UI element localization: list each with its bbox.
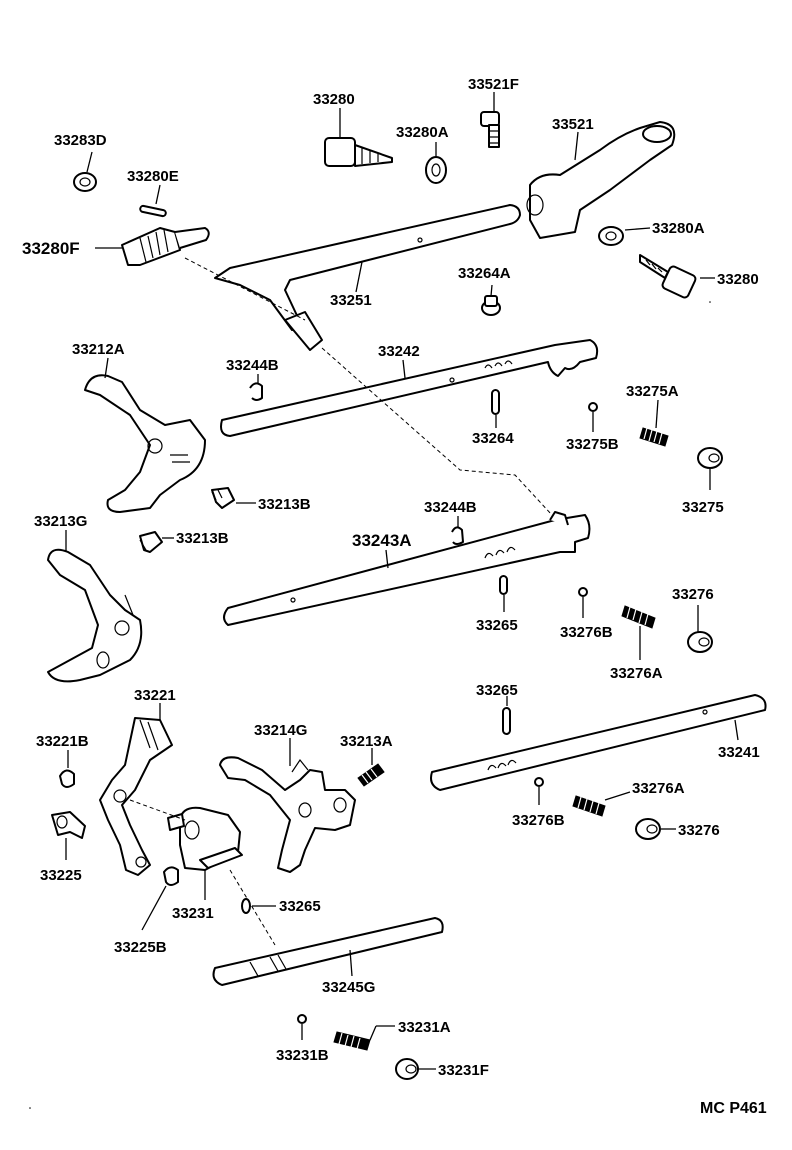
label-33265-2: 33265 [476,682,518,699]
label-33231A: 33231A [398,1019,451,1036]
label-33276: 33276 [672,586,714,603]
label-33521: 33521 [552,116,594,133]
label-33264A: 33264A [458,265,511,282]
part-33242 [220,339,599,437]
label-33276B: 33276B [560,624,613,641]
part-33264 [491,389,500,428]
part-33225 [51,811,86,860]
label-33265-3: 33265 [279,898,321,915]
label-33280E: 33280E [127,168,179,185]
part-33275 [697,447,723,490]
label-33276-2: 33276 [678,822,720,839]
label-33213B: 33213B [258,496,311,513]
part-33283D [73,151,97,192]
label-33275B: 33275B [566,436,619,453]
part-33280A [425,142,447,184]
part-33213G [47,530,143,683]
assembly-lines [129,257,553,946]
part-33521 [526,121,676,239]
label-33280F: 33280F [22,239,80,258]
label-33245G: 33245G [322,979,375,996]
part-33280F [95,227,210,266]
label-33242: 33242 [378,343,420,360]
part-33244B [249,374,263,401]
part-33275A [639,399,669,447]
label-33251: 33251 [330,292,372,309]
part-33276 [687,605,713,653]
label-33214G: 33214G [254,722,307,739]
label-33283D: 33283D [54,132,107,149]
label-33231B: 33231B [276,1047,329,1064]
label-33221B: 33221B [36,733,89,750]
part-33231F [395,1058,436,1080]
part-33221 [99,703,173,876]
label-33264: 33264 [472,430,514,447]
label-33212A: 33212A [72,341,125,358]
label-33280: 33280 [313,91,355,108]
part-33521F [480,92,500,148]
label-33280-2: 33280 [717,271,759,288]
part-33231B [297,1014,307,1040]
part-33265-3 [241,898,276,914]
part-33212A [84,357,206,513]
label-33225: 33225 [40,867,82,884]
stray-dot [709,301,711,303]
label-33275A: 33275A [626,383,679,400]
part-33245G [212,917,444,986]
part-33225B [141,866,179,931]
part-33221B [59,750,75,788]
part-33213B [211,487,256,509]
part-33280-2 [639,254,715,299]
label-33213B-2: 33213B [176,530,229,547]
part-33214G [219,738,356,873]
label-33276A-2: 33276A [632,780,685,797]
label-33276A: 33276A [610,665,663,682]
part-33243A [223,511,591,626]
part-33275B [588,402,598,432]
label-33275: 33275 [682,499,724,516]
label-33225B: 33225B [114,939,167,956]
label-33213A: 33213A [340,733,393,750]
label-33221: 33221 [134,687,176,704]
part-33280E [139,184,167,218]
label-33241: 33241 [718,744,760,761]
diagram-reference: MC P461 [700,1100,767,1117]
part-33276-2 [635,818,676,840]
part-33231A [333,1025,395,1051]
part-33241 [430,694,767,791]
stray-dot [29,1107,31,1109]
part-33276B [578,587,588,618]
label-33276B-2: 33276B [512,812,565,829]
part-33251 [214,204,521,351]
label-33231: 33231 [172,905,214,922]
part-33265 [499,575,508,612]
part-33244B-2 [451,516,464,545]
part-33213A [357,748,385,787]
label-33231F: 33231F [438,1062,489,1079]
part-33264A [481,284,501,316]
part-33280 [324,108,393,167]
part-33280A-2 [598,226,651,246]
label-33243A: 33243A [352,531,412,550]
part-33213B-2 [139,531,174,553]
label-33280A: 33280A [396,124,449,141]
label-33280A-2: 33280A [652,220,705,237]
part-33276A-2 [572,791,631,817]
label-33521F: 33521F [468,76,519,93]
part-33276B-2 [534,777,544,805]
label-33265: 33265 [476,617,518,634]
label-33244B: 33244B [226,357,279,374]
part-33231 [167,806,243,900]
part-33276A [621,605,656,660]
label-33244B-2: 33244B [424,499,477,516]
part-33265-2 [502,696,511,735]
label-33213G: 33213G [34,513,87,530]
